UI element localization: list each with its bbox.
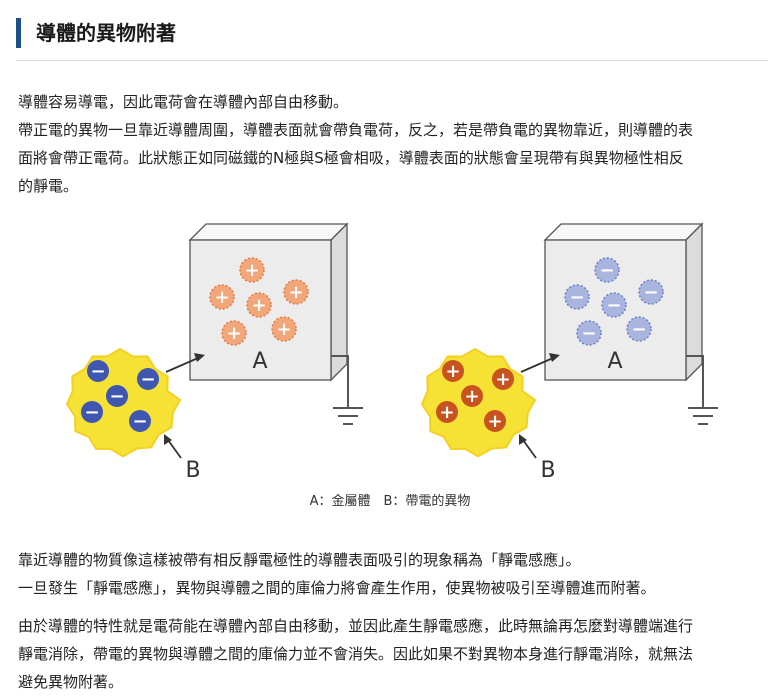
pointer-arrow-b — [164, 434, 182, 459]
svg-text:−: − — [569, 287, 584, 308]
conclusion-paragraph: 由於導體的特性就是電荷能在導體內部自由移動，並因此產生靜電感應，此時無論再怎麼對… — [18, 612, 770, 696]
paragraph-line: 由於導體的特性就是電荷能在導體內部自由移動，並因此產生靜電感應，此時無論再怎麼對… — [18, 617, 694, 635]
svg-text:−: − — [631, 319, 646, 340]
negative-charge-icon: − — [87, 360, 109, 382]
positive-charge-icon: + — [283, 279, 309, 305]
negative-charge-icon: − — [576, 320, 602, 346]
negative-charge-icon: − — [638, 279, 664, 305]
intro-paragraph: 導體容易導電，因此電荷會在導體內部自由移動。 帶正電的異物一旦靠近導體周圍，導體… — [18, 88, 770, 200]
intro-line: 的靜電。 — [18, 177, 79, 195]
section-heading: 導體的異物附著 — [16, 16, 768, 61]
negative-charges-on-particle: − − − − − — [81, 360, 159, 432]
induced-negative-charges: − − − − − − — [564, 257, 664, 346]
figure-caption: A：金屬體 B：帶電的異物 — [309, 494, 471, 509]
positive-charge-icon: + — [484, 410, 506, 432]
negative-charge-icon: − — [626, 316, 652, 342]
svg-text:+: + — [276, 319, 291, 340]
positive-charge-icon: + — [246, 292, 272, 318]
paragraph-line: 避免異物附著。 — [18, 673, 124, 691]
positive-charge-icon: + — [209, 284, 235, 310]
negative-charge-icon: − — [564, 284, 590, 310]
label-a: A — [252, 349, 267, 374]
svg-text:+: + — [214, 287, 229, 308]
svg-text:−: − — [84, 402, 99, 423]
svg-text:+: + — [487, 411, 502, 432]
positive-charge-icon: + — [492, 368, 514, 390]
intro-line: 導體容易導電，因此電荷會在導體內部自由移動。 — [18, 93, 349, 111]
induction-diagram: + + + + + + A − − − − − B − − − − — [65, 222, 718, 483]
intro-line: 面將會帶正電荷。此狀態正如同磁鐵的N極與S極會相吸，導體表面的狀態會呈現帶有與異… — [18, 149, 684, 167]
page-title: 導體的異物附著 — [36, 21, 176, 45]
paragraph-line: 一旦發生「靜電感應」，異物與導體之間的庫倫力將會產生作用，使異物被吸引至導體進而… — [18, 579, 656, 597]
svg-text:+: + — [439, 402, 454, 423]
svg-text:−: − — [599, 260, 614, 281]
induction-paragraph: 靠近導體的物質像這樣被帶有相反靜電極性的導體表面吸引的現象稱為「靜電感應」。 一… — [18, 546, 770, 602]
svg-text:−: − — [132, 411, 147, 432]
ground-symbol — [686, 355, 718, 425]
positive-charge-icon: + — [221, 320, 247, 346]
negative-charge-icon: − — [129, 410, 151, 432]
positive-charges-on-particle: + + + + + — [436, 360, 514, 432]
svg-text:+: + — [288, 282, 303, 303]
negative-charge-icon: − — [137, 368, 159, 390]
intro-line: 帶正電的異物一旦靠近導體周圍，導體表面就會帶負電荷，反之，若是帶負電的異物靠近，… — [18, 121, 694, 139]
positive-charge-icon: + — [442, 360, 464, 382]
positive-charge-icon: + — [239, 257, 265, 283]
svg-text:−: − — [90, 361, 105, 382]
pointer-arrow-b — [519, 434, 537, 459]
label-a: A — [607, 349, 622, 374]
positive-charge-icon: + — [271, 316, 297, 342]
paragraph-line: 靜電消除，帶電的異物與導體之間的庫倫力並不會消失。因此如果不對異物本身進行靜電消… — [18, 645, 694, 663]
svg-text:+: + — [495, 369, 510, 390]
svg-text:−: − — [581, 323, 596, 344]
svg-text:−: − — [643, 282, 658, 303]
svg-text:+: + — [251, 295, 266, 316]
attraction-arrow — [165, 353, 205, 373]
svg-text:+: + — [226, 323, 241, 344]
negative-charge-icon: − — [106, 385, 128, 407]
attraction-arrow — [520, 353, 560, 373]
label-b: B — [185, 458, 200, 483]
negative-charge-icon: − — [601, 292, 627, 318]
positive-charge-icon: + — [436, 401, 458, 423]
svg-text:+: + — [244, 260, 259, 281]
svg-text:+: + — [445, 361, 460, 382]
label-b: B — [540, 458, 555, 483]
paragraph-line: 靠近導體的物質像這樣被帶有相反靜電極性的導體表面吸引的現象稱為「靜電感應」。 — [18, 551, 581, 569]
svg-text:−: − — [606, 295, 621, 316]
positive-charge-icon: + — [461, 385, 483, 407]
negative-charge-icon: − — [81, 401, 103, 423]
ground-symbol — [331, 355, 363, 425]
heading-accent-bar — [16, 18, 21, 48]
negative-charge-icon: − — [594, 257, 620, 283]
svg-text:−: − — [109, 386, 124, 407]
svg-text:+: + — [464, 386, 479, 407]
induced-positive-charges: + + + + + + — [209, 257, 309, 346]
svg-text:−: − — [140, 369, 155, 390]
